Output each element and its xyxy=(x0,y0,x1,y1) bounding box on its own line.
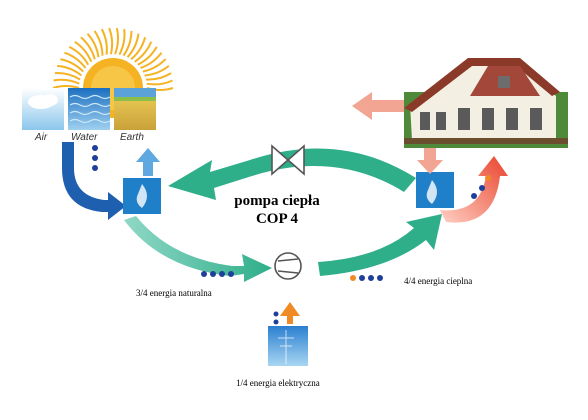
sun-ray xyxy=(60,58,84,73)
input-dots xyxy=(92,145,98,171)
sun-ray xyxy=(68,46,90,66)
center-title: pompa ciepła COP 4 xyxy=(222,192,332,228)
top-loop-arrow xyxy=(168,148,416,200)
sun-ray xyxy=(53,78,80,85)
condenser-icon xyxy=(416,172,454,208)
sun-ray xyxy=(140,52,163,69)
air-tile xyxy=(22,88,64,130)
sun-ray xyxy=(126,33,140,58)
house-icon xyxy=(404,58,568,148)
sun-ray xyxy=(52,85,80,89)
air-label: Air xyxy=(35,132,48,143)
natural-energy-label: 3/4 energia naturalna xyxy=(136,288,212,298)
heat-dots xyxy=(350,275,383,281)
sun-ray xyxy=(80,36,96,60)
earth-label: Earth xyxy=(120,132,144,143)
sun-ray xyxy=(144,65,170,77)
return-left-arrow xyxy=(352,92,404,120)
water-tile xyxy=(68,88,111,130)
natural-dots xyxy=(201,271,234,277)
center-title-line1: pompa ciepła xyxy=(234,193,320,209)
sun-ray xyxy=(100,28,108,55)
cold-arrow xyxy=(136,148,160,176)
heat-energy-label: 4/4 energia cieplna xyxy=(404,276,473,286)
center-title-line2: COP 4 xyxy=(255,211,299,227)
return-down-arrow xyxy=(417,140,443,174)
electric-arrow xyxy=(280,302,300,324)
electric-tile xyxy=(268,326,308,366)
evaporator-icon xyxy=(123,178,161,214)
sun-ray xyxy=(108,27,114,55)
sun-ray xyxy=(145,72,172,81)
sun-ray xyxy=(146,79,173,86)
earth-tile xyxy=(114,88,156,130)
electric-energy-label: 1/4 energia elektryczna xyxy=(236,378,320,388)
sun-ray xyxy=(130,37,147,61)
bottom-loop-right-arrow xyxy=(318,214,442,276)
bottom-loop-left-arrow xyxy=(124,216,272,282)
compressor-icon xyxy=(274,252,302,280)
sun-ray xyxy=(64,51,87,69)
sun-ray xyxy=(134,41,153,63)
sun-ray xyxy=(137,46,158,66)
electric-dots xyxy=(273,311,279,325)
expansion-valve-icon xyxy=(271,144,305,176)
sun-ray xyxy=(142,58,167,73)
heat-arrow-dots xyxy=(471,175,491,199)
input-arrow xyxy=(62,142,126,220)
sun-ray xyxy=(57,64,83,77)
sun-ray xyxy=(114,27,120,55)
sun-ray xyxy=(118,28,126,56)
sun-ray xyxy=(86,33,100,58)
sun-ray xyxy=(93,30,104,56)
heat-output-arrow xyxy=(440,156,508,223)
sun-ray xyxy=(74,40,93,63)
sun-ray xyxy=(54,72,81,81)
sun-ray xyxy=(122,30,133,57)
water-label: Water xyxy=(71,132,98,143)
